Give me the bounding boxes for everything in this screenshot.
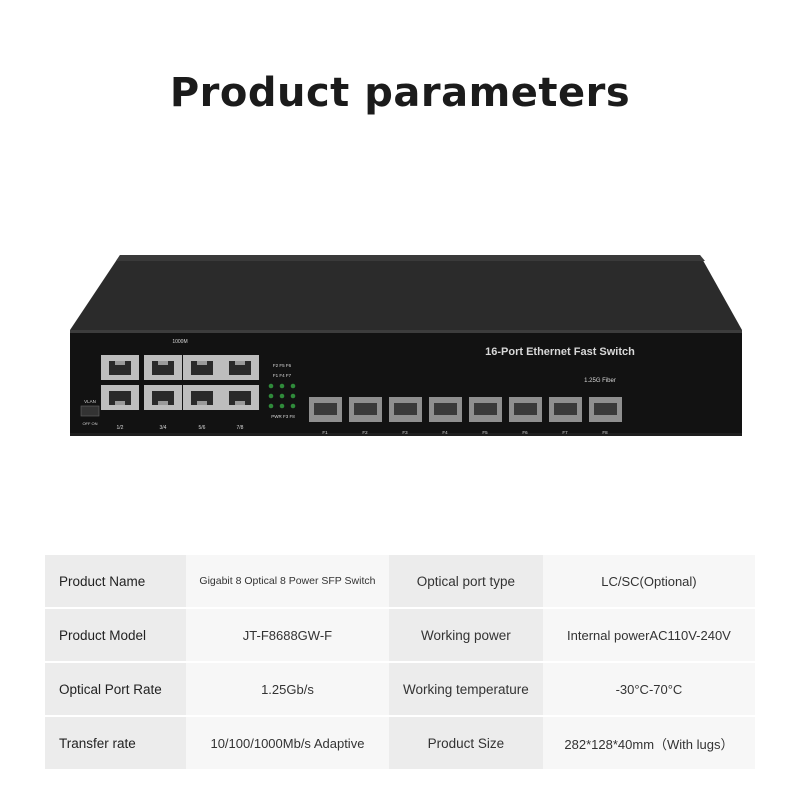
rj45-pair-label: 5/6 [199, 425, 206, 431]
param-value: Internal powerAC110V-240V [542, 608, 755, 663]
table-row: Product Name Gigabit 8 Optical 8 Power S… [45, 555, 755, 609]
led-labels-bottom: PWR F3 F8 [271, 414, 295, 419]
led-labels-top: F2 F5 F6 [273, 363, 292, 368]
rj45-group-label: 1000M [172, 339, 187, 345]
rj45-pair-label: 7/8 [237, 425, 244, 431]
sfp-label: F6 [522, 430, 528, 435]
switch-device-drawing: 16-Port Ethernet Fast Switch 1.25G Fiber… [70, 255, 742, 436]
rj45-pair-label: 3/4 [160, 425, 167, 431]
sfp-label: F7 [562, 430, 568, 435]
param-label: Transfer rate [45, 716, 187, 771]
sfp-label: F4 [442, 430, 448, 435]
sfp-label: F1 [322, 430, 328, 435]
fiber-label: 1.25G Fiber [584, 378, 616, 384]
led-labels-mid: F1 F4 F7 [273, 373, 292, 378]
sfp-label: F5 [482, 430, 488, 435]
param-label: Product Model [45, 608, 187, 663]
vlan-sub-labels: OFF ON [82, 421, 97, 426]
vlan-switch [80, 405, 100, 417]
param-label: Optical port type [388, 555, 543, 609]
led [279, 393, 285, 399]
param-label: Product Name [45, 555, 187, 609]
front-label: 16-Port Ethernet Fast Switch [485, 346, 635, 358]
sfp-ports [309, 397, 622, 422]
param-value: 10/100/1000Mb/s Adaptive [186, 716, 389, 771]
led [279, 383, 285, 389]
table-row: Optical Port Rate 1.25Gb/s Working tempe… [45, 662, 755, 717]
chassis-top [70, 255, 742, 330]
param-label: Working power [388, 608, 543, 663]
table-row: Product Model JT-F8688GW-F Working power… [45, 608, 755, 663]
led [290, 393, 296, 399]
param-label: Optical Port Rate [45, 662, 187, 717]
param-label: Working temperature [388, 662, 543, 717]
param-value: Gigabit 8 Optical 8 Power SFP Switch [186, 555, 389, 609]
table-row: Transfer rate 10/100/1000Mb/s Adaptive P… [45, 716, 755, 771]
param-value: JT-F8688GW-F [186, 608, 389, 663]
parameters-table: Product Name Gigabit 8 Optical 8 Power S… [45, 555, 755, 771]
sfp-label: F3 [402, 430, 408, 435]
param-value: 1.25Gb/s [186, 662, 389, 717]
sfp-label: F2 [362, 430, 368, 435]
rj45-pair-label: 1/2 [117, 425, 124, 431]
param-value: LC/SC(Optional) [542, 555, 755, 609]
param-value: -30°C-70°C [542, 662, 755, 717]
led [268, 403, 274, 409]
vlan-label: VLAN [84, 399, 96, 404]
switch-device-image: 16-Port Ethernet Fast Switch 1.25G Fiber… [0, 245, 800, 460]
sfp-label: F8 [602, 430, 608, 435]
rj45-ports [101, 355, 259, 410]
led [290, 403, 296, 409]
param-value: 282*128*40mm（With lugs） [542, 716, 755, 771]
led [279, 403, 285, 409]
led [268, 393, 274, 399]
led [268, 383, 274, 389]
page-title: Product parameters [169, 70, 631, 116]
led [290, 383, 296, 389]
param-label: Product Size [388, 716, 543, 771]
status-leds [268, 383, 296, 409]
